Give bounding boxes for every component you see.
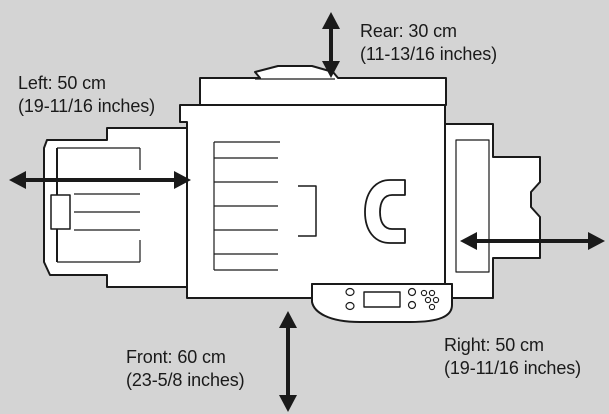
left-clearance-label: Left: 50 cm (19-11/16 inches) (18, 72, 155, 118)
control-panel (311, 283, 453, 323)
left-clearance-metric: Left: 50 cm (18, 73, 106, 93)
left-clearance-imperial: (19-11/16 inches) (18, 96, 156, 116)
right-clearance-label: Right: 50 cm (19-11/16 inches) (444, 334, 581, 380)
rear-clearance-metric: Rear: 30 cm (360, 21, 457, 41)
front-clearance-metric: Front: 60 cm (126, 347, 226, 367)
front-clearance-arrow (279, 311, 297, 412)
rear-clearance-arrow (322, 12, 340, 78)
rear-cover (199, 65, 447, 106)
rear-clearance-imperial: (11-13/16 inches) (360, 44, 498, 64)
printer-main-body (179, 104, 453, 299)
left-paper-tray (43, 127, 188, 288)
right-clearance-imperial: (19-11/16 inches) (444, 358, 582, 378)
right-clearance-metric: Right: 50 cm (444, 335, 544, 355)
front-clearance-imperial: (23-5/8 inches) (126, 370, 245, 390)
rear-clearance-label: Rear: 30 cm (11-13/16 inches) (360, 20, 497, 66)
right-clearance-arrow (460, 232, 605, 250)
right-output-tray (444, 123, 541, 299)
left-clearance-arrow (9, 171, 191, 189)
front-clearance-label: Front: 60 cm (23-5/8 inches) (126, 346, 245, 392)
